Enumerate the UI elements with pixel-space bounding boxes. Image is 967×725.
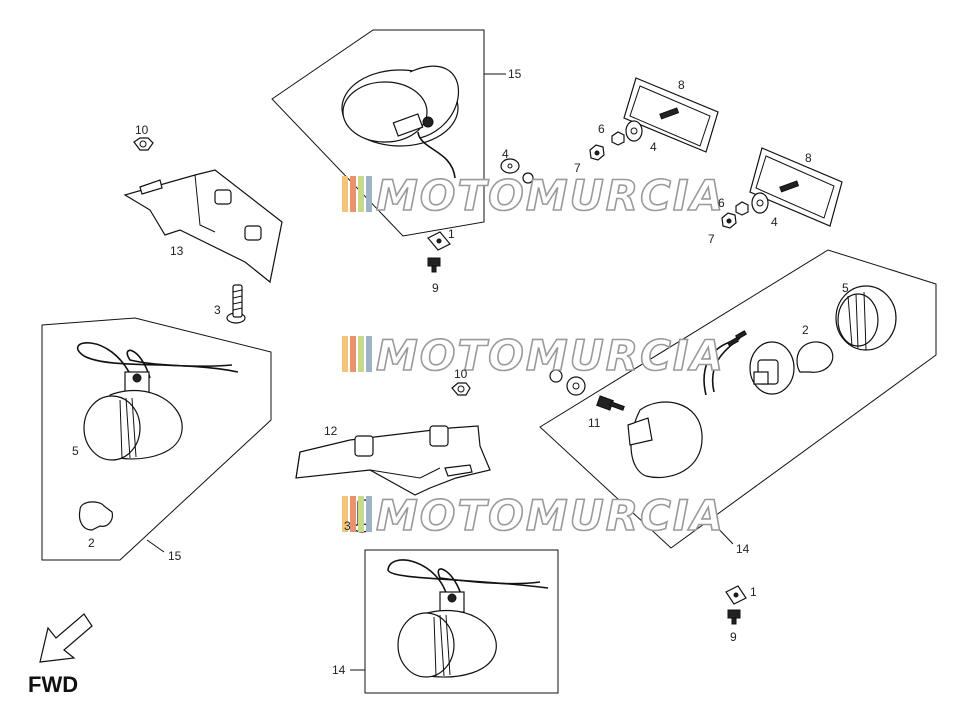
nut-10-center <box>451 382 471 396</box>
clip-1-bottom <box>725 585 747 605</box>
turn-signal-right <box>627 330 748 478</box>
callout-15-top: 15 <box>508 67 522 81</box>
callout-10-center: 10 <box>454 367 468 381</box>
washer-4-center <box>500 158 534 184</box>
reflector-8-top <box>623 77 719 153</box>
callout-9-bottom: 9 <box>730 630 737 644</box>
nut-6-top <box>611 131 625 146</box>
callout-15-left: 15 <box>168 549 182 563</box>
callout-8-right: 8 <box>805 151 812 165</box>
washer-4-top <box>625 120 643 142</box>
bulb-2-right <box>796 341 834 373</box>
svg-text:MOTOMURCIA: MOTOMURCIA <box>376 491 725 540</box>
oval-lamp-top <box>341 65 460 179</box>
nut-10-top <box>133 137 154 151</box>
callout-14-right: 14 <box>736 542 750 556</box>
group-frame-14-bottom <box>364 549 559 694</box>
nut-6-right <box>735 201 749 216</box>
callout-5-right: 5 <box>842 281 849 295</box>
callout-3-top: 3 <box>214 303 221 317</box>
callout-13: 13 <box>170 244 184 258</box>
washer-4-right <box>751 192 769 214</box>
callout-6-right: 6 <box>718 196 725 210</box>
callout-9-top: 9 <box>432 281 439 295</box>
svg-text:MOTOMURCIA: MOTOMURCIA <box>376 331 725 380</box>
group-frame-15-top <box>271 29 485 237</box>
forward-label: FWD <box>28 672 78 697</box>
callout-5-left: 5 <box>72 444 79 458</box>
callout-7-top: 7 <box>574 161 581 175</box>
reflector-8-right <box>749 147 843 227</box>
watermark-middle: MOTOMURCIA <box>342 330 725 381</box>
callout-1-bottom: 1 <box>750 585 757 599</box>
callout-7-right: 7 <box>708 232 715 246</box>
group-frame-15-left <box>41 317 272 561</box>
socket-right <box>749 341 795 395</box>
turn-signal-left <box>76 342 239 461</box>
group-frame-14-right <box>539 249 937 549</box>
watermark-top: MOTOMURCIA <box>342 170 725 221</box>
callout-8-top: 8 <box>678 78 685 92</box>
watermark-bottom: MOTOMURCIA <box>342 490 725 541</box>
bolt-9-top <box>427 257 441 273</box>
callout-6-top: 6 <box>598 122 605 136</box>
callout-4-right: 4 <box>771 215 778 229</box>
svg-text:MOTOMURCIA: MOTOMURCIA <box>376 171 725 220</box>
turn-signal-bottom <box>387 559 549 678</box>
callout-14-bottom: 14 <box>332 663 346 677</box>
bolt-9-bottom <box>727 609 741 625</box>
callout-10-top: 10 <box>135 123 149 137</box>
callout-2-right: 2 <box>802 323 809 337</box>
callout-3-center: 3 <box>344 519 351 533</box>
forward-arrow-icon <box>39 613 93 663</box>
nut-7-top <box>589 144 605 161</box>
washer-4-mid <box>549 369 586 396</box>
bracket-13 <box>123 169 283 284</box>
callout-4-top: 4 <box>650 140 657 154</box>
callout-2-left: 2 <box>88 536 95 550</box>
screw-3-top <box>226 284 246 324</box>
lens-ring-5-right <box>835 285 897 351</box>
nut-7-right <box>721 212 737 229</box>
bulb-2-left <box>78 501 113 531</box>
bolt-11 <box>596 395 625 411</box>
clip-1-top <box>427 231 451 251</box>
callout-4-center: 4 <box>502 147 509 161</box>
bracket-12 <box>295 425 491 496</box>
callout-1-top: 1 <box>448 227 455 241</box>
callout-11: 11 <box>588 416 601 430</box>
callout-12: 12 <box>324 424 338 438</box>
